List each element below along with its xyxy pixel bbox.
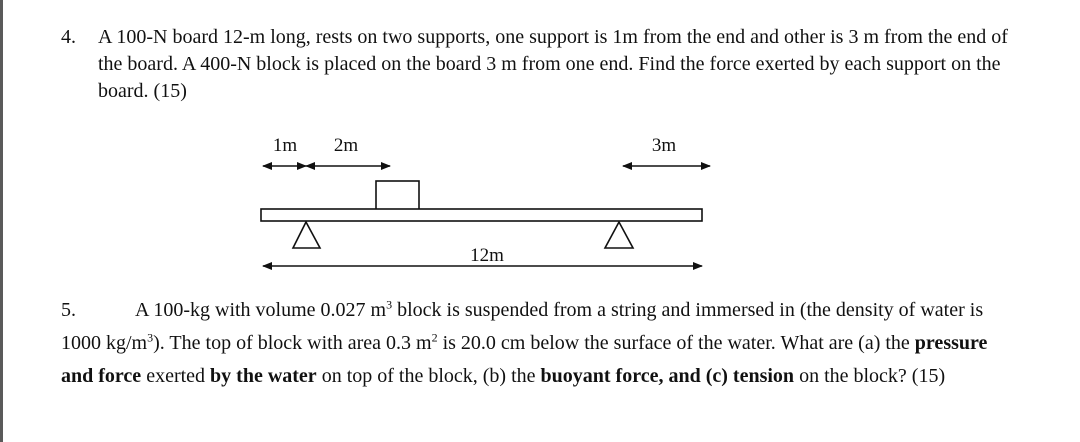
label-12m: 12m — [470, 245, 504, 266]
q5-text-1: A 100-kg with volume 0.027 m — [135, 299, 387, 321]
q5-bold-2: by the water — [210, 365, 317, 387]
label-2m: 2m — [334, 135, 359, 156]
q5-sup-3: 2 — [431, 330, 438, 345]
support-right — [603, 220, 635, 249]
q5-text-2: block is suspended from a string and imm… — [61, 299, 984, 354]
label-3m: 3m — [652, 135, 677, 156]
question-5-number: 5. — [61, 299, 76, 321]
question-4-number: 4. — [61, 26, 76, 48]
q5-text-7: on the block? (15) — [794, 365, 946, 387]
q5-text-4: is 20.0 cm below the surface of the wate… — [437, 332, 915, 354]
question-5: 5.A 100-kg with volume 0.027 m3 block is… — [61, 294, 1021, 393]
q5-text-6: on top of the block, (b) the — [316, 365, 541, 387]
block — [375, 180, 420, 211]
q5-sup-1: 3 — [386, 297, 393, 312]
q5-bold-3: buoyant force, and (c) tension — [540, 365, 795, 387]
q5-bold-1: pressure and force — [61, 332, 988, 387]
q5-text-3: ). The top of block with area 0.3 m — [153, 332, 432, 354]
support-left — [291, 220, 322, 249]
q5-sup-2: 3 — [147, 330, 154, 345]
label-1m: 1m — [273, 135, 298, 156]
board-diagram: 1m 2m 3m 12m — [260, 135, 711, 270]
board — [260, 208, 703, 222]
q5-text-5: exerted — [141, 365, 211, 387]
question-4: 4. A 100-N board 12-m long, rests on two… — [61, 24, 1011, 105]
question-4-text: A 100-N board 12-m long, rests on two su… — [98, 26, 1008, 102]
